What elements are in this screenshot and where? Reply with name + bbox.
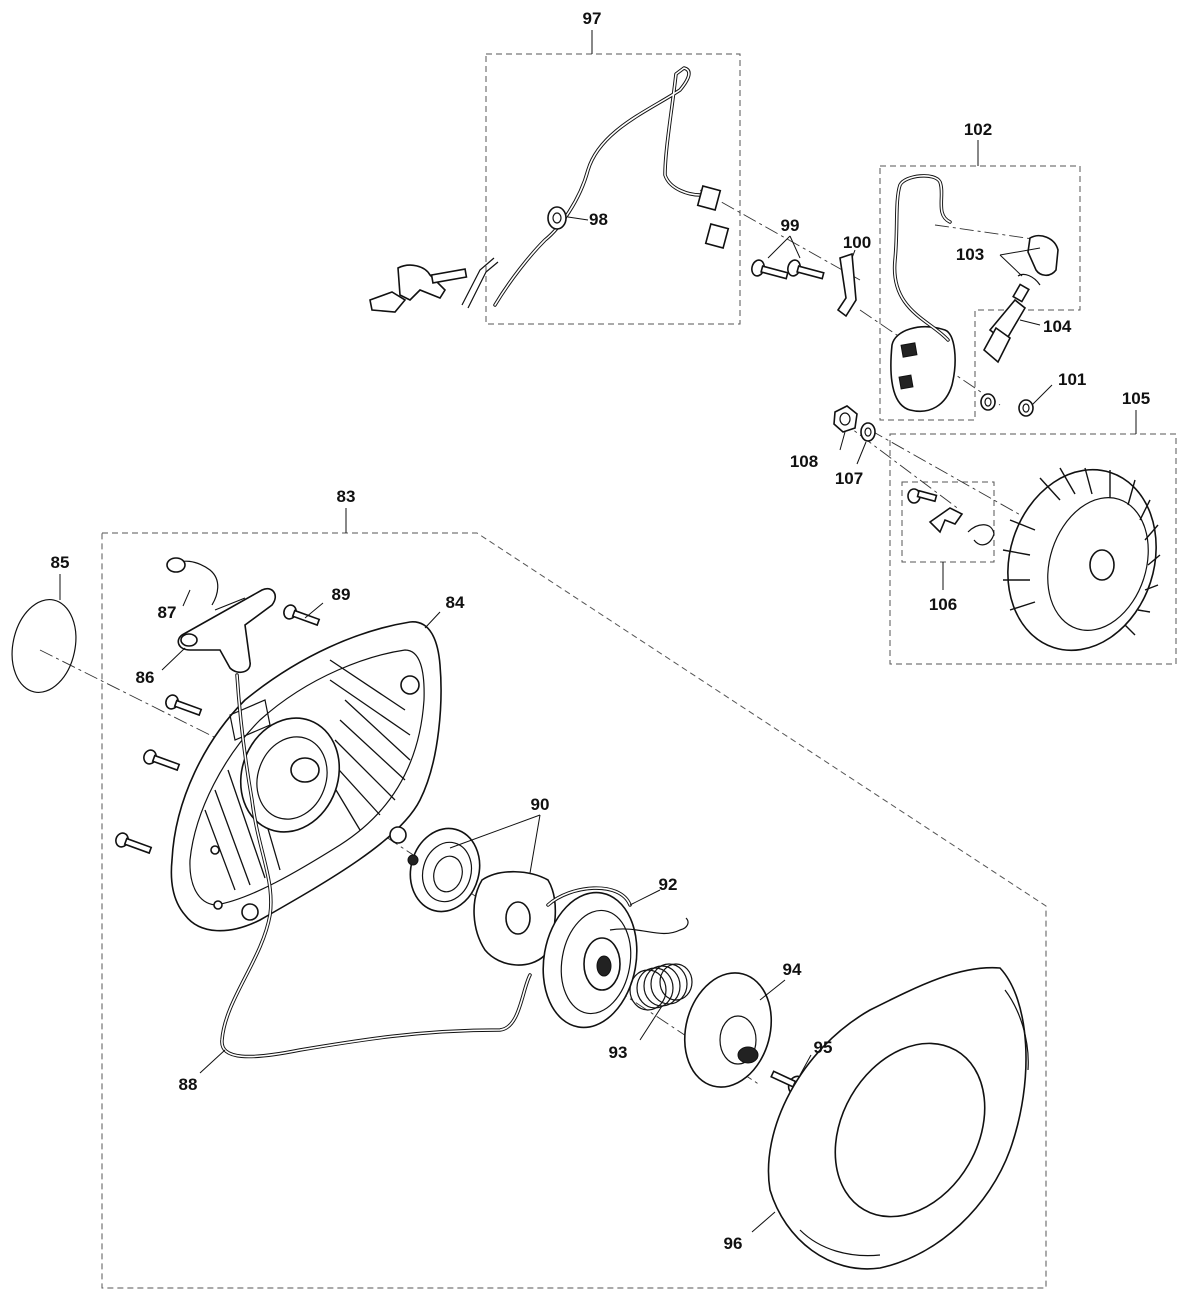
label-101: 101 (1058, 370, 1086, 389)
spring-part-93 (629, 963, 693, 1011)
label-98: 98 (589, 210, 608, 229)
label-86: 86 (136, 668, 155, 687)
label-99: 99 (781, 216, 800, 235)
screws-part-99 (751, 259, 825, 280)
stop-switch-part (369, 264, 468, 313)
label-85: 85 (51, 553, 70, 572)
clip-part-100 (836, 252, 857, 318)
pawl-part-106 (907, 488, 995, 546)
pulley-part-92 (542, 886, 689, 1029)
fan-cover-part-96 (767, 966, 1029, 1270)
label-95: 95 (814, 1038, 833, 1057)
label-105: 105 (1122, 389, 1150, 408)
spring-assembly-part-90 (407, 827, 557, 966)
drive-disc-part-94 (683, 972, 773, 1088)
group-box-102 (879, 165, 1081, 421)
starter-handle-part-86 (166, 557, 277, 674)
label-87: 87 (158, 603, 177, 622)
washers-and-nut (833, 393, 1034, 442)
label-92: 92 (659, 875, 678, 894)
label-90: 90 (531, 795, 550, 814)
label-100: 100 (843, 233, 871, 252)
spark-plug-part-104 (982, 283, 1030, 364)
label-88: 88 (179, 1075, 198, 1094)
group-box-105 (889, 433, 1177, 665)
label-97: 97 (583, 9, 602, 28)
label-103: 103 (956, 245, 984, 264)
label-84: 84 (446, 593, 465, 612)
label-96: 96 (724, 1234, 743, 1253)
flywheel-part-105 (1002, 467, 1161, 652)
label-83: 83 (337, 487, 356, 506)
starter-housing-part-84 (170, 621, 442, 932)
label-93: 93 (609, 1043, 628, 1062)
label-107: 107 (835, 469, 863, 488)
group-box-106 (901, 481, 995, 563)
ignition-coil-part-102 (890, 174, 956, 412)
starter-cord-part-88 (220, 673, 532, 1059)
label-89: 89 (332, 585, 351, 604)
housing-screws (115, 604, 321, 855)
label-106: 106 (929, 595, 957, 614)
group-box-83 (101, 532, 1047, 1289)
ignition-lead-part-97 (461, 66, 730, 309)
label-94: 94 (783, 960, 802, 979)
grommet-part-98 (547, 206, 567, 230)
leader-lines (59, 30, 1137, 1233)
spark-plug-cap-part-103 (1017, 234, 1059, 286)
group-box-97 (485, 53, 741, 325)
label-102: 102 (964, 120, 992, 139)
gasket-part-85 (11, 598, 77, 694)
label-104: 104 (1043, 317, 1072, 336)
label-108: 108 (790, 452, 818, 471)
